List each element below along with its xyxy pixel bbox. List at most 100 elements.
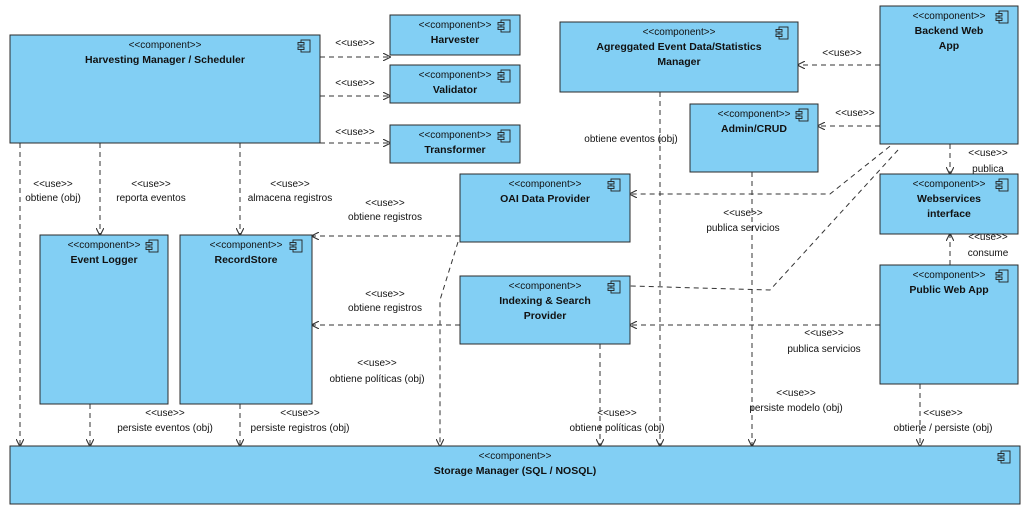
component-icon [995,10,1009,24]
component-icon [497,69,511,83]
dependency-label-hm-transformer: <<use>> [335,127,375,138]
component-icon [145,239,159,253]
component-stereotype: <<component>> [509,179,582,190]
dependency-oai-storage[interactable] [440,241,459,446]
component-box [559,21,799,93]
component-box [389,64,521,104]
component-box [459,275,631,345]
component-name: Storage Manager (SQL / NOSQL) [434,465,597,477]
dependency-label-hm-eventlogger: <<use>> reporta eventos [116,179,186,204]
component-admin[interactable]: <<component>> Admin/CRUD [689,103,819,173]
component-transformer[interactable]: <<component>>Transformer [389,124,521,164]
use-stereotype: <<use>> [335,38,375,49]
component-box [39,234,169,405]
component-validator[interactable]: <<component>> Validator [389,64,521,104]
component-icon [775,26,789,40]
dependency-label: obtiene eventos (obj) [584,134,677,145]
dependency-label: persiste eventos (obj) [117,423,213,434]
component-name: Harvester [431,34,479,46]
component-icon [607,280,621,294]
dependency-label: obtiene políticas (obj) [569,423,664,434]
component-event-logger[interactable]: <<component>> Event Logger [39,234,169,405]
dependency-label-pub-ws: <<use>>consume [968,232,1009,259]
dependency-label: persiste registros (obj) [251,423,350,434]
dependency-label: obtiene (obj) [25,193,81,204]
dependency-label: obtiene políticas (obj) [329,374,424,385]
use-stereotype: <<use>> [968,232,1008,243]
component-icon [795,108,809,122]
component-box [879,5,1019,145]
component-stereotype: <<component>> [913,270,986,281]
component-icon [995,178,1009,192]
component-name: Indexing & Search [499,295,591,307]
component-icon [607,178,621,192]
dependency-admin-oai[interactable] [630,134,905,194]
use-stereotype: <<use>> [365,289,405,300]
component-icon [497,129,511,143]
dependency-label-hm-storage: <<use>>obtiene (obj) [25,179,81,204]
component-name: Harvesting Manager / Scheduler [85,54,245,66]
component-harvester[interactable]: <<component>>Harvester [389,14,521,56]
dependency-label-admin-storage: <<use>>persiste modelo (obj) [749,388,842,414]
component-box [389,124,521,164]
component-stereotype: <<component>> [129,40,202,51]
dependency-label-pub-idx: <<use>> publica servicios [787,328,860,355]
component-stereotype: <<component>> [419,130,492,141]
component-name: Validator [433,84,477,96]
component-stereotype: <<component>> [419,70,492,81]
dependency-label-agg-events: obtiene eventos (obj) [584,134,677,145]
component-name: interface [927,208,971,220]
component-icon [297,39,311,53]
component-public-web[interactable]: <<component>> Public Web App [879,264,1019,385]
component-storage[interactable]: <<component>> Storage Manager (SQL / NOSQ… [9,445,1021,505]
use-stereotype: <<use>> [280,408,320,419]
component-stereotype: <<component>> [210,240,283,251]
component-oai[interactable]: <<component>> OAI Data Provider [459,173,631,243]
component-stereotype: <<component>> [68,240,141,251]
component-box [879,173,1019,235]
component-name: Backend Web [915,25,984,37]
dependency-label-oai-recordstore: <<use>>obtiene registros [348,198,422,223]
component-nodes: <<component>> Harvesting Manager / Schedu… [9,5,1021,505]
dependency-agg-events[interactable] [629,149,899,291]
component-name: Public Web App [909,284,988,296]
component-stereotype: <<component>> [718,109,791,120]
dependency-label-hm-recordstore: <<use>>almacena registros [248,179,332,204]
dependency-label-idx-storage: <<use>> obtiene políticas (obj) [569,408,664,434]
component-name: Webservices [917,193,981,205]
component-name: OAI Data Provider [500,193,590,205]
component-name: App [939,40,959,52]
dependency-label: obtiene registros [348,212,422,223]
use-stereotype: <<use>> [131,179,171,190]
component-icon [289,239,303,253]
component-name: Admin/CRUD [721,123,787,135]
use-stereotype: <<use>> [597,408,637,419]
use-stereotype: <<use>> [270,179,310,190]
use-stereotype: <<use>> [804,328,844,339]
dependency-label: obtiene / persiste (obj) [894,423,993,434]
component-icon [997,450,1011,464]
component-aggregated[interactable]: <<component>>Agreggated Event Data/Stati… [559,21,799,93]
component-harvesting-manager[interactable]: <<component>> Harvesting Manager / Schedu… [9,34,321,144]
dependency-label: reporta eventos [116,193,186,204]
component-name: Event Logger [70,254,137,266]
dependency-label: publica servicios [787,344,860,355]
component-icon [995,269,1009,283]
component-recordstore[interactable]: <<component>> RecordStore [179,234,313,405]
dependency-label-hm-validator: <<use>> [335,78,375,89]
dependency-edges [20,57,950,446]
component-stereotype: <<component>> [643,27,716,38]
dependency-label: publica [972,164,1004,175]
component-box [879,264,1019,385]
use-stereotype: <<use>> [145,408,185,419]
component-stereotype: <<component>> [479,451,552,462]
component-name: Manager [657,56,700,68]
dependency-labels: <<use>><<use>><<use>><<use>>obtiene (obj… [25,38,1009,434]
component-icon [497,19,511,33]
dependency-label: persiste modelo (obj) [749,403,842,414]
component-name: RecordStore [214,254,277,266]
